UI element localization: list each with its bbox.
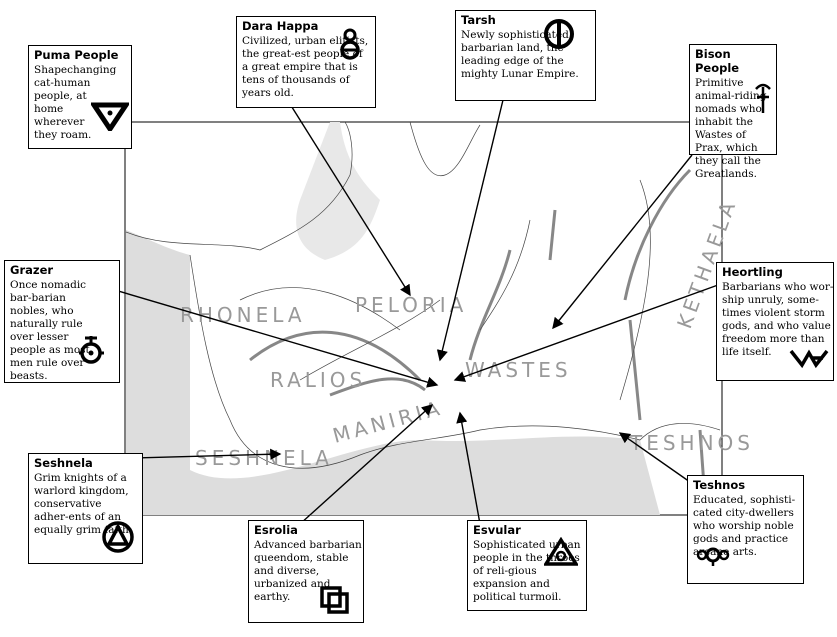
esrolia-rune-icon [320,586,349,614]
callout-title: Teshnos [693,478,746,492]
callout-grazer: Grazer Once nomadic bar-barian nobles, w… [4,260,120,383]
bison-rune-icon [755,83,771,113]
pointer-esvular [456,411,481,525]
callout-text: Civilized, urban elitists, the great-est… [242,35,369,99]
callout-text: Advanced barbarian queendom, stable and … [254,539,362,603]
dara-happa-rune-icon [340,28,360,60]
teshnos-rune-icon [696,547,730,566]
callout-title: Esrolia [254,523,298,537]
callout-esvular: Esvular Sophisticated urban people in th… [467,520,587,611]
callout-dara-happa: Dara Happa Civilized, urban elitists, th… [236,16,376,108]
callout-heortling: Heortling Barbarians who wor-ship unruly… [716,262,834,381]
sea [126,122,660,515]
callout-text: Newly sophisticated barbarian land, the … [461,29,579,80]
callout-tarsh: Tarsh Newly sophisticated barbarian land… [455,10,596,101]
pointer-tarsh [436,99,504,362]
land [125,121,721,469]
label-seshnela: SESHNELA [195,446,333,470]
callout-bison-people: Bison People Primitive animal-riding nom… [689,44,777,180]
pointer-lines [29,99,719,525]
seshnela-rune-icon [102,521,134,553]
callout-text: Sophisticated urban people in the throes… [473,539,581,603]
callout-text: Barbarians who wor-ship unruly, some-tim… [722,281,834,358]
callout-text: Shapechanging cat-human people, at home … [34,64,117,141]
callout-title: Grazer [10,263,54,277]
callout-title: Heortling [722,265,783,279]
callout-title: Dara Happa [242,19,319,33]
callout-title: Esvular [473,523,521,537]
callout-title: Tarsh [461,13,496,27]
label-ralios: RALIOS [270,368,366,392]
callout-seshnela: Seshnela Grim knights of a warlord kingd… [28,453,143,564]
callout-esrolia: Esrolia Advanced barbarian queendom, sta… [248,520,364,623]
pointer-bison-people [552,154,693,330]
pointer-dara-happa [289,103,411,297]
pointer-esrolia [299,404,434,525]
callout-puma-people: Puma People Shapechanging cat-human peop… [28,45,132,149]
pointer-teshnos [618,432,691,483]
callout-text: Once nomadic bar-barian nobles, who natu… [10,279,90,382]
callout-text: Primitive animal-riding nomads who inhab… [695,77,767,180]
mountains [249,168,707,501]
callout-text: Educated, sophisti-cated city-dwellers w… [693,494,796,558]
callout-title: Seshnela [34,456,93,470]
tarsh-rune-icon [544,19,574,49]
heortling-rune-icon [789,349,829,369]
label-teshnos: TESHNOS [629,431,754,455]
pointer-heortling [453,284,719,382]
grazer-rune-icon [79,336,104,364]
callout-title: Puma People [34,48,119,62]
puma-rune-icon [91,102,129,131]
label-peloria: PELORIA [355,293,467,317]
callout-teshnos: Teshnos Educated, sophisti-cated city-dw… [687,475,804,584]
callout-title: Bison People [695,47,740,75]
esvular-rune-icon [544,537,578,566]
